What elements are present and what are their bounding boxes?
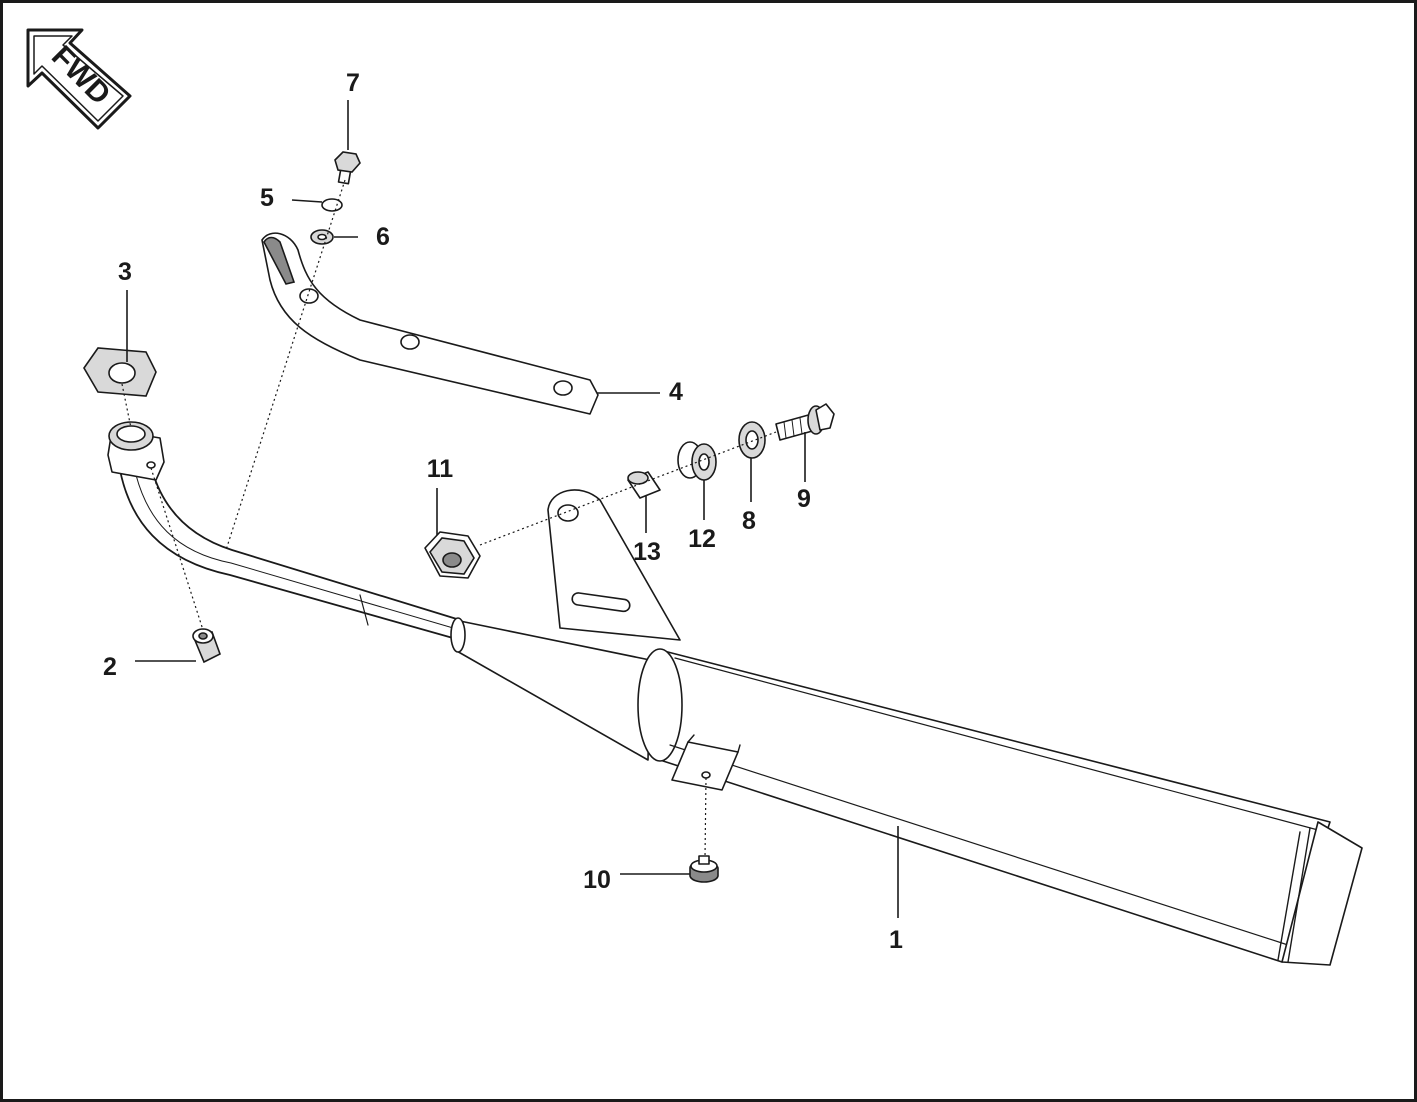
- callout-12: 12: [688, 525, 716, 553]
- callout-13: 13: [633, 538, 661, 566]
- callout-7: 7: [346, 69, 360, 97]
- leader-lines: [126, 100, 899, 918]
- part-4-bracket: [261, 232, 599, 415]
- callout-3: 3: [118, 258, 132, 286]
- part-7-bolt: [334, 151, 361, 185]
- part-8-washer: [738, 421, 766, 459]
- assembly-line-nut-2: [150, 467, 204, 631]
- part-3-gasket: [83, 347, 157, 397]
- part-9-bolt: [775, 403, 835, 441]
- part-1-muffler-assembly: [119, 469, 1363, 966]
- part-12-grommet: [677, 441, 717, 481]
- callout-10: 10: [583, 866, 611, 894]
- part-13-collar: [627, 471, 661, 499]
- callout-8: 8: [742, 507, 756, 535]
- callout-2: 2: [103, 653, 117, 681]
- callout-5: 5: [260, 184, 274, 212]
- callout-6: 6: [376, 223, 390, 251]
- callout-4: 4: [669, 378, 683, 406]
- part-6-washer: [310, 229, 334, 245]
- part-1-pipe-flange: [107, 421, 165, 481]
- assembly-line-mount-10: [704, 777, 707, 859]
- part-2-nut: [192, 628, 221, 664]
- callout-9: 9: [797, 485, 811, 513]
- part-10-rubber-mount: [689, 855, 719, 883]
- part-5-spring-washer: [321, 198, 343, 212]
- callout-11: 11: [427, 455, 454, 483]
- part-11-nut: [424, 531, 481, 579]
- callout-1: 1: [889, 926, 903, 954]
